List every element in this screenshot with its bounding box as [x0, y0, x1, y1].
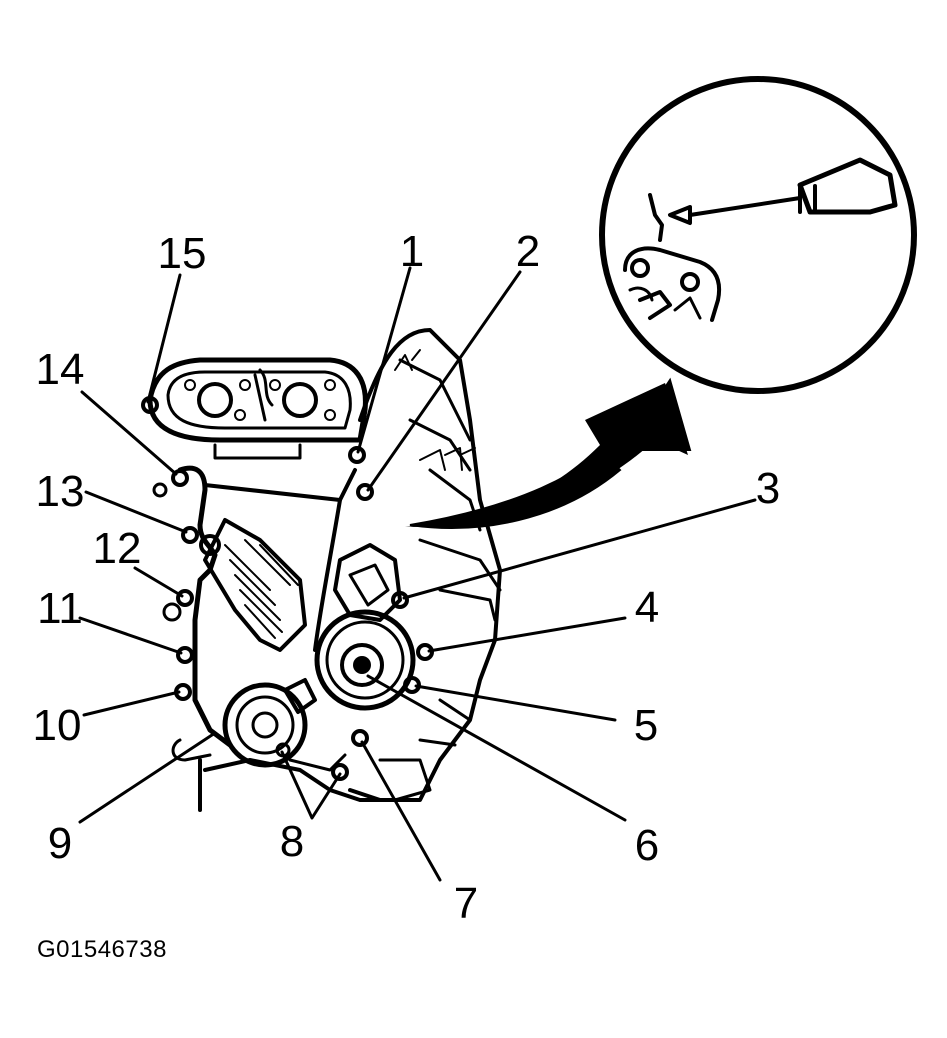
leader-line-8 — [280, 750, 342, 820]
callout-7: 7 — [454, 879, 478, 928]
callout-2: 2 — [516, 227, 540, 276]
detail-inset — [599, 76, 917, 394]
callout-6: 6 — [635, 821, 659, 870]
leader-lines — [78, 266, 757, 882]
leader-line-3 — [402, 498, 757, 600]
leader-line-2 — [366, 270, 522, 492]
leader-line-15 — [146, 273, 182, 404]
curved-arrow — [405, 377, 692, 529]
callout-13: 13 — [36, 467, 85, 516]
callout-12: 12 — [93, 524, 142, 573]
crankshaft-pulley — [222, 678, 347, 772]
leader-line-10 — [82, 690, 181, 717]
figure-id: G01546738 — [37, 936, 167, 963]
timing-cover — [177, 465, 402, 748]
callout-10: 10 — [33, 701, 82, 750]
leader-line-14 — [80, 390, 178, 476]
leader-line-1 — [356, 266, 412, 454]
screwdriver-icon — [668, 157, 898, 225]
callout-15: 15 — [158, 229, 207, 278]
callout-4: 4 — [635, 583, 659, 632]
callout-11: 11 — [37, 584, 83, 633]
leader-line-6 — [366, 674, 627, 822]
callout-9: 9 — [48, 819, 72, 868]
leader-line-9 — [78, 731, 217, 824]
callout-1: 1 — [400, 227, 424, 276]
leader-line-4 — [427, 616, 627, 653]
callout-14: 14 — [36, 345, 85, 394]
leader-line-7 — [360, 740, 442, 882]
leader-line-13 — [84, 490, 188, 534]
callout-5: 5 — [634, 701, 658, 750]
leader-line-11 — [78, 616, 183, 655]
cover-bolts — [141, 396, 434, 781]
callout-labels: 1 2 3 4 5 6 7 8 9 10 11 12 13 14 15 — [33, 227, 781, 928]
valve-cover — [147, 357, 368, 460]
engine-block-outline — [171, 328, 502, 812]
callout-3: 3 — [756, 464, 780, 513]
leader-line-12 — [133, 566, 184, 598]
callout-8: 8 — [280, 817, 304, 866]
cover-edge-detail — [623, 193, 721, 322]
leader-line-5 — [414, 684, 617, 722]
water-pump-pulley — [314, 609, 416, 711]
